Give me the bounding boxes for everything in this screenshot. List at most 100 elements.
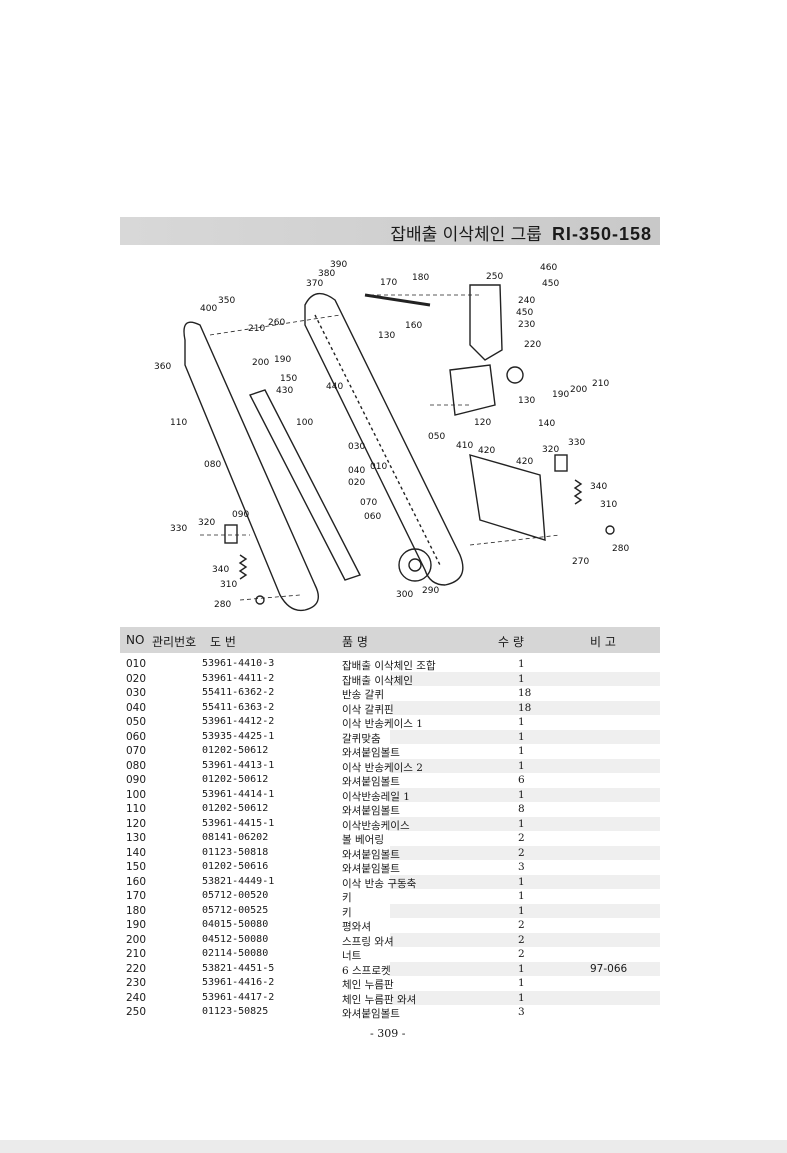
callout: 420 [478, 446, 495, 456]
callout: 260 [268, 318, 285, 328]
row-part-name: 키 [342, 906, 352, 919]
right-arm [469, 454, 546, 541]
drive-case [449, 364, 496, 416]
row-no: 250 [126, 1006, 147, 1018]
rear-chain-case [183, 321, 319, 612]
row-part-name: 이삭 반송 구동축 [342, 877, 417, 890]
row-no: 140 [126, 846, 147, 859]
row-no: 020 [126, 672, 147, 685]
pulley-inner [408, 558, 422, 572]
callout: 060 [364, 512, 381, 522]
callout: 450 [516, 308, 533, 318]
row-part-name: 이삭 반송케이스 2 [342, 761, 423, 774]
conveyor-rail [249, 389, 361, 581]
callout: 380 [318, 269, 335, 279]
row-quantity: 2 [518, 919, 525, 931]
row-no: 030 [126, 687, 147, 699]
row-shade [390, 758, 660, 773]
row-quantity: 1 [518, 962, 525, 975]
callout: 150 [280, 374, 297, 384]
callout: 300 [396, 590, 413, 600]
parts-table-header: NO 관리번호 도 번 품 명 수 량 비 고 [120, 627, 660, 653]
callout: 190 [552, 390, 569, 400]
row-quantity: 2 [518, 933, 525, 946]
row-part-name: 와셔붙임볼트 [342, 848, 400, 861]
row-shade [390, 961, 660, 976]
chain-line [314, 314, 441, 566]
row-part-number: 53961-4414-1 [202, 788, 275, 800]
row-part-name: 와셔붙임볼트 [342, 805, 400, 817]
callout: 230 [518, 320, 535, 330]
row-quantity: 1 [518, 672, 525, 685]
callout: 190 [274, 355, 291, 365]
row-quantity: 2 [518, 846, 525, 859]
row-shade [390, 700, 660, 715]
callout: 070 [360, 498, 377, 508]
row-shade [390, 874, 660, 889]
front-chain-case [304, 292, 464, 586]
header-name: 품 명 [342, 635, 368, 649]
row-part-name: 와셔붙임볼트 [342, 1008, 400, 1020]
row-part-name: 이삭반송레일 1 [342, 790, 410, 803]
header-no: NO [126, 633, 145, 647]
row-part-number: 01202-50612 [202, 803, 269, 814]
row-shade [390, 744, 660, 759]
row-shade [390, 831, 660, 846]
row-part-name: 6 스프로켓 [342, 964, 391, 977]
row-shade [390, 990, 660, 1005]
row-quantity: 1 [518, 658, 525, 670]
callout: 290 [422, 586, 439, 596]
row-part-name: 와셔붙임볼트 [342, 863, 400, 875]
callout: 170 [380, 278, 397, 288]
row-quantity: 3 [518, 861, 525, 873]
row-no: 180 [126, 904, 147, 917]
row-quantity: 1 [518, 991, 525, 1004]
callout: 320 [542, 445, 559, 455]
callout: 130 [378, 331, 395, 341]
callout: 350 [218, 296, 235, 306]
row-quantity: 2 [518, 832, 525, 844]
drive-shaft [364, 293, 431, 307]
row-no: 050 [126, 716, 147, 728]
row-quantity: 1 [518, 890, 525, 902]
row-quantity: 1 [518, 977, 525, 989]
row-quantity: 1 [518, 904, 525, 917]
callout: 310 [600, 500, 617, 510]
row-part-name: 체인 누름판 와셔 [342, 993, 417, 1006]
row-part-number: 02114-50080 [202, 948, 269, 959]
row-shade [390, 657, 660, 672]
row-quantity: 6 [518, 774, 525, 786]
row-part-name: 이삭 갈퀴핀 [342, 703, 394, 716]
row-part-number: 53821-4449-1 [202, 875, 275, 887]
row-part-name: 체인 누름판 [342, 979, 394, 991]
callout: 030 [348, 442, 365, 452]
title-korean: 잡배출 이삭체인 그룹 [390, 225, 542, 245]
callout: 130 [518, 396, 535, 406]
callout: 080 [204, 460, 221, 470]
row-no: 160 [126, 875, 147, 888]
row-no: 080 [126, 759, 147, 772]
row-part-number: 53821-4451-5 [202, 962, 275, 974]
callout: 240 [518, 296, 535, 306]
exploded-parts-diagram: 390 380 370 170 180 250 460 450 240 450 … [140, 255, 660, 615]
nut-right [605, 525, 615, 535]
row-shade [390, 787, 660, 802]
row-part-number: 53961-4415-1 [202, 817, 275, 829]
row-no: 060 [126, 730, 147, 743]
diagram-svg: 390 380 370 170 180 250 460 450 240 450 … [154, 260, 629, 612]
row-part-name: 평와셔 [342, 921, 371, 933]
row-quantity: 1 [518, 759, 525, 772]
row-quantity: 2 [518, 948, 525, 960]
upper-bracket [469, 284, 503, 361]
row-shade [390, 903, 660, 918]
